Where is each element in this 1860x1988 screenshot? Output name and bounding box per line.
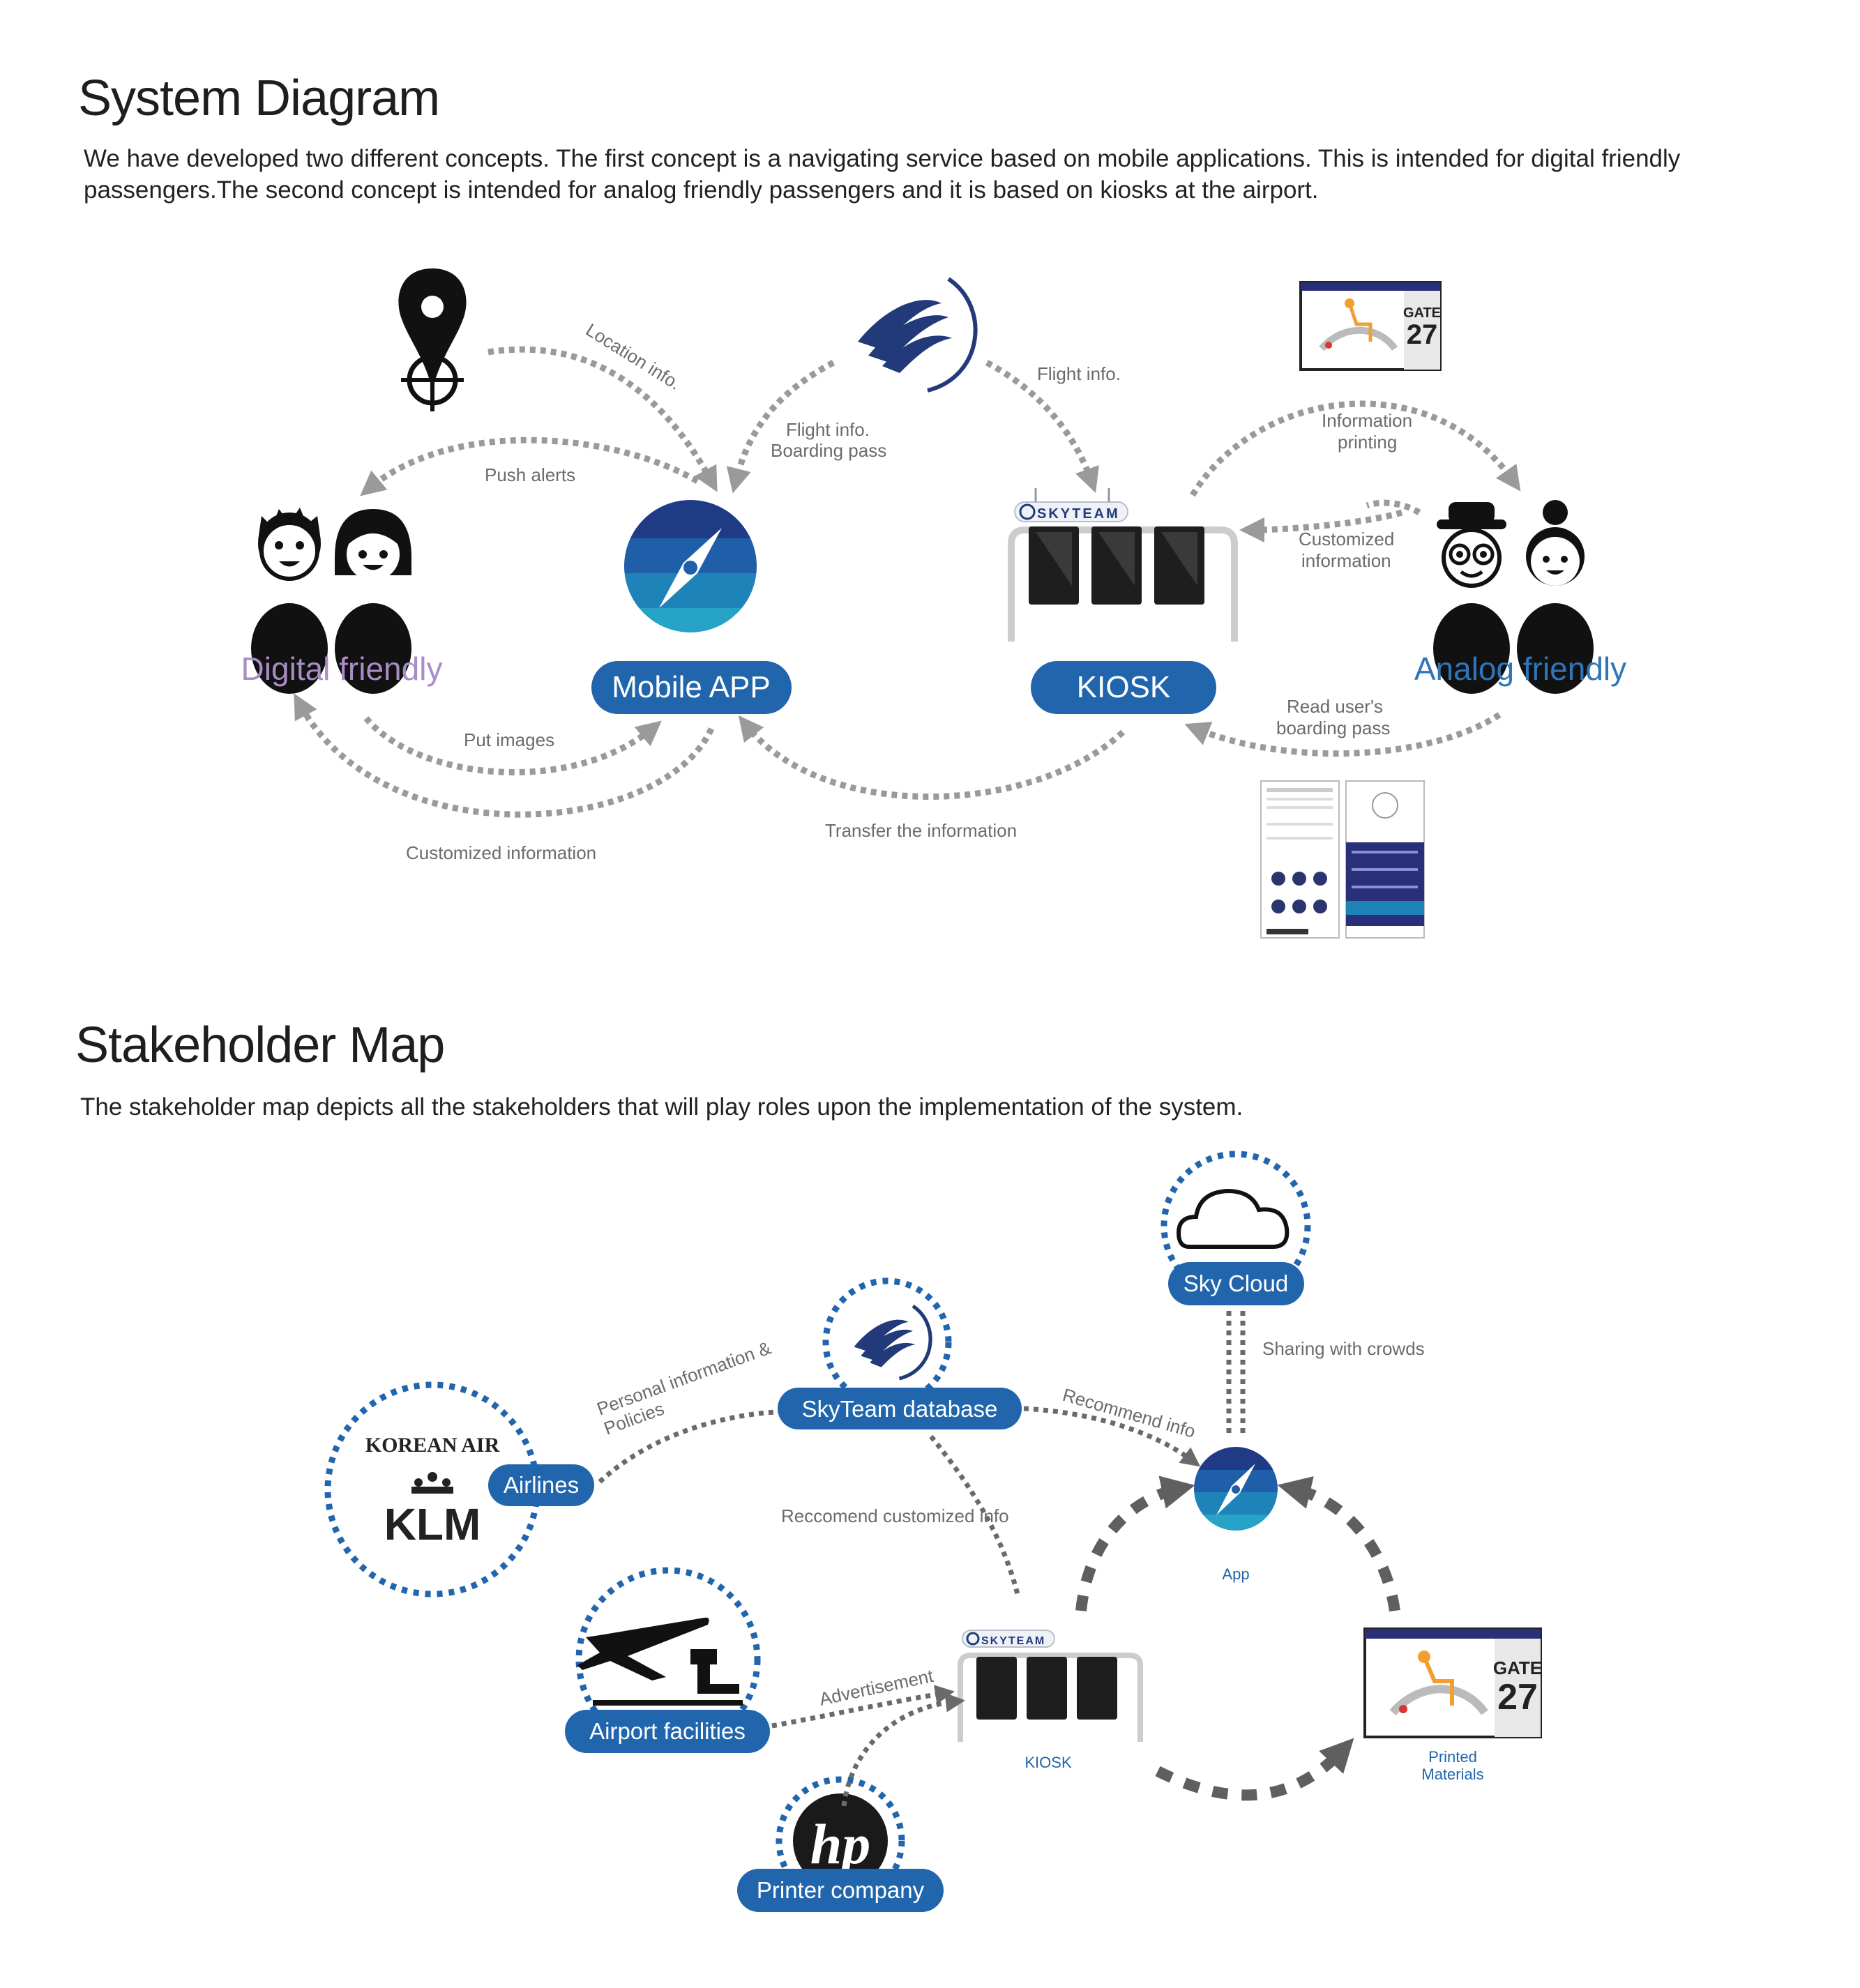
skyteam-swirl-icon — [858, 277, 978, 393]
label-customized-information-bottom: Customized information — [406, 842, 596, 863]
control-tower-icon — [690, 1649, 717, 1664]
label-advertisement: Advertisement — [817, 1665, 936, 1710]
label-read-boarding-pass: boarding pass — [1276, 718, 1390, 738]
boarding-pass-prints — [1260, 780, 1425, 939]
sky-cloud-node: Sky Cloud — [1160, 1151, 1311, 1305]
system-diagram-title: System Diagram — [78, 70, 440, 126]
mobile-app-icon — [624, 500, 757, 632]
digital-friendly-label: Digital friendly — [241, 651, 443, 687]
label-push-alerts: Push alerts — [485, 464, 575, 485]
label-read-users: Read user's — [1287, 696, 1383, 717]
printed-label-2: Materials — [1421, 1766, 1483, 1783]
mobile-app-label: Mobile APP — [612, 670, 770, 704]
stakeholder-app-icon — [1194, 1447, 1278, 1531]
label-recommend-info: Recommend info — [1060, 1384, 1197, 1442]
printed-gate-title: GATE — [1493, 1657, 1542, 1678]
stakeholder-kiosk-icon: SKYTEAM — [958, 1630, 1143, 1742]
klm-crown-icon — [411, 1472, 453, 1494]
label-flight-info-app: Flight info. — [786, 419, 870, 440]
stakeholder-skyteam-label: SKYTEAM — [981, 1635, 1045, 1647]
airport-facilities-label: Airport facilities — [589, 1718, 746, 1744]
airplane-icon — [577, 1617, 709, 1680]
label-transfer: Transfer the information — [825, 820, 1017, 841]
label-printing: printing — [1338, 432, 1397, 453]
airlines-label: Airlines — [504, 1472, 579, 1498]
analog-friendly-people-icon — [1433, 500, 1594, 694]
kiosk-stakeholder-label: KIOSK — [1024, 1754, 1072, 1771]
airport-facilities-node: Airport facilities — [565, 1567, 770, 1753]
printer-company-node: hp Printer company — [737, 1776, 944, 1912]
printed-gate-number: 27 — [1497, 1677, 1538, 1717]
skyteam-label: SKYTEAM — [1037, 506, 1120, 522]
stakeholder-arrows — [598, 1311, 1400, 1807]
system-diagram-description: We have developed two different concepts… — [84, 145, 1681, 204]
label-sharing-crowds: Sharing with crowds — [1262, 1338, 1425, 1359]
label-flight-info-kiosk: Flight info. — [1037, 363, 1121, 384]
cloud-icon — [1176, 1188, 1290, 1249]
hp-logo — [793, 1793, 888, 1888]
gate-card-title: GATE — [1403, 305, 1441, 321]
label-personal-info: Personal information & — [594, 1337, 773, 1419]
printed-label-1: Printed — [1428, 1748, 1477, 1766]
sky-cloud-label: Sky Cloud — [1184, 1270, 1288, 1296]
skyteam-database-node: SkyTeam database — [778, 1277, 1022, 1429]
printer-company-label: Printer company — [757, 1877, 925, 1903]
gate-card-number: 27 — [1407, 319, 1438, 350]
kiosk-pill: KIOSK — [1031, 661, 1216, 714]
klm-logo: KLM — [384, 1499, 481, 1549]
mobile-app-pill: Mobile APP — [591, 661, 792, 714]
hp-logo-text: hp — [810, 1812, 871, 1876]
skyteam-db-label: SkyTeam database — [802, 1396, 998, 1422]
printed-materials-card: GATE 27 — [1363, 1627, 1542, 1738]
app-label: App — [1222, 1565, 1249, 1583]
analog-friendly-label: Analog friendly — [1414, 651, 1626, 687]
system-arrows — [294, 346, 1521, 818]
label-location-info: Location info. — [582, 319, 685, 394]
label-boarding-pass: Boarding pass — [771, 440, 886, 461]
stakeholder-map-description: The stakeholder map depicts all the stak… — [80, 1093, 1243, 1121]
skyteam-kiosk: SKYTEAM — [1008, 488, 1238, 642]
label-recommend-custom: Reccomend customized info — [781, 1505, 1009, 1526]
gate-map-card: GATE 27 — [1299, 281, 1442, 371]
label-information: Information — [1322, 410, 1412, 431]
location-pin-icon — [398, 268, 467, 411]
airlines-node: KOREAN AIR KLM Airlines — [324, 1381, 594, 1598]
digital-friendly-people-icon — [251, 508, 411, 694]
stakeholder-map-title: Stakeholder Map — [75, 1017, 445, 1073]
skyteam-db-swirl-icon — [854, 1304, 932, 1381]
label-customized-information: information — [1301, 550, 1391, 571]
kiosk-label: KIOSK — [1077, 670, 1171, 704]
label-customized: Customized — [1299, 529, 1394, 549]
label-put-images: Put images — [464, 729, 554, 750]
korean-air-logo: KOREAN AIR — [365, 1434, 500, 1457]
